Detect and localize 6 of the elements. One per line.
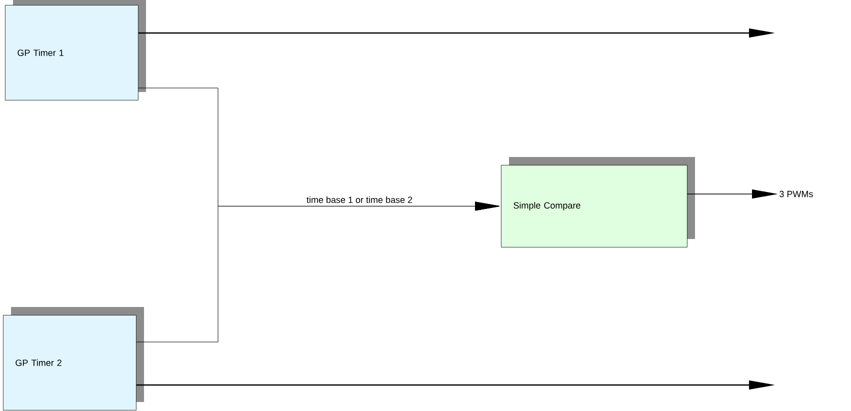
output-label: 3 PWMs [780,190,813,198]
edge-label: time base 1 or time base 2 [305,195,414,204]
block-box: GP Timer 2 [3,307,144,410]
block-box: Simple Compare [501,157,695,248]
block-box: GP Timer 1 [5,0,146,100]
arrow [136,202,500,342]
